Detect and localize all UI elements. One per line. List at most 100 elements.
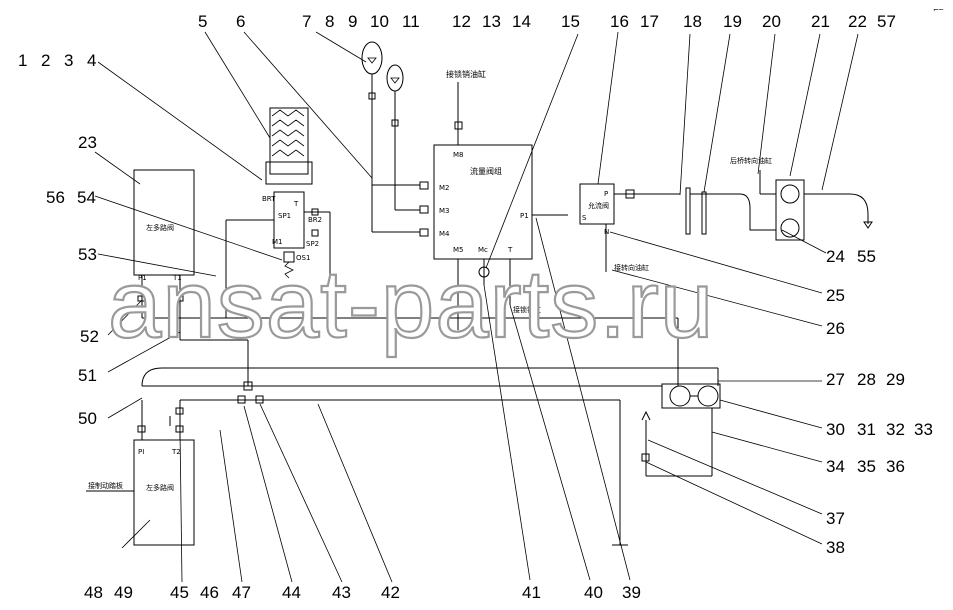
callout-25: 25	[826, 286, 845, 305]
callout-12: 12	[452, 12, 471, 31]
steering-pump-pair	[775, 179, 805, 241]
port-m3: M3	[439, 207, 450, 215]
left-valve-bottom-label: 左多路阀	[146, 483, 174, 492]
callout-32: 32	[886, 420, 905, 439]
callout-17: 17	[640, 12, 659, 31]
callout-39: 39	[622, 583, 641, 602]
callout-28: 28	[857, 370, 876, 389]
tank-connect-label: 接锁销油缸	[446, 69, 486, 79]
callout-45: 45	[170, 583, 189, 602]
rear-steer-label: 后桥转向油缸	[730, 156, 772, 165]
port-m2: M2	[439, 184, 450, 192]
callout-30: 30	[826, 420, 845, 439]
callout-47: 47	[232, 583, 251, 602]
callout-27: 27	[826, 370, 845, 389]
callout-22: 22	[848, 12, 867, 31]
port-pi-bottom: PI	[138, 448, 144, 456]
callout-50: 50	[78, 409, 97, 428]
callout-36: 36	[886, 457, 905, 476]
port-sp2: SP2	[306, 240, 319, 248]
port-sp1: SP1	[278, 212, 291, 220]
priority-valve-body	[433, 144, 533, 260]
callout-5: 5	[198, 12, 207, 31]
callout-10: 10	[370, 12, 389, 31]
callout-54: 54	[77, 188, 96, 207]
flow-valve-label: 允流阀	[588, 201, 609, 210]
callout-43: 43	[332, 583, 351, 602]
priority-valve-block: 接锁销油缸 流量阀组 M8 M2 M3 M4 M5 Mc T P1 接锁销缸	[419, 69, 568, 330]
callout-33: 33	[914, 420, 933, 439]
callout-19: 19	[723, 12, 742, 31]
left-callouts: 23 56 54 53 52 51 50	[46, 133, 99, 428]
port-mc: Mc	[478, 246, 488, 254]
callout-29: 29	[886, 370, 905, 389]
port-n: N	[604, 228, 609, 236]
callout-38: 38	[826, 538, 845, 557]
callout-20: 20	[762, 12, 781, 31]
port-os1: OS1	[296, 254, 310, 262]
left-valve-top: 左多路阀 P1 T1	[133, 169, 195, 340]
callout-37: 37	[826, 509, 845, 528]
callout-44: 44	[282, 583, 301, 602]
callout-16: 16	[610, 12, 629, 31]
steer-cylinder-label: 接转向油缸	[614, 263, 649, 272]
callout-6: 6	[236, 12, 245, 31]
callout-42: 42	[381, 583, 400, 602]
callout-11: 11	[402, 12, 420, 31]
callout-9: 9	[348, 12, 357, 31]
main-pump-housing	[661, 383, 721, 409]
flow-valve: 允流阀 P S N 接转向油缸	[579, 183, 680, 272]
callout-3: 3	[64, 51, 73, 70]
callout-24: 24	[826, 247, 845, 266]
port-t2-bottom: T2	[171, 448, 181, 456]
callout-53: 53	[78, 245, 97, 264]
callout-13: 13	[482, 12, 501, 31]
top-callouts: 1 2 3 4 5 6 7 8 9 10 11 12 13 14 15 16 1…	[18, 12, 896, 70]
accumulators	[361, 41, 420, 233]
port-brt: BRT	[262, 195, 276, 203]
port-t: T	[293, 200, 299, 208]
priority-valve-label: 流量阀组	[470, 166, 502, 176]
port-t1-top: T1	[172, 274, 182, 282]
callout-55: 55	[857, 247, 876, 266]
port-m8: M8	[453, 151, 464, 159]
callout-31: 31	[857, 420, 876, 439]
port-m1: M1	[272, 238, 283, 246]
port-s: S	[582, 214, 587, 222]
callout-15: 15	[561, 12, 580, 31]
callout-8: 8	[325, 12, 334, 31]
watermark: ansat-parts.ru	[108, 251, 714, 358]
callout-26: 26	[826, 319, 845, 338]
callout-57: 57	[877, 12, 896, 31]
brake-pedal-pad	[269, 107, 309, 175]
steering-section: 后桥转向油缸	[685, 156, 873, 241]
callout-46: 46	[200, 583, 219, 602]
callout-56: 56	[46, 188, 65, 207]
left-valve-bottom: 左多路阀 PI T2 接制动踏板	[86, 400, 195, 546]
main-lines	[141, 312, 719, 546]
port-cylinder-label: 接锁销缸	[513, 305, 541, 314]
leader-lines	[94, 31, 859, 583]
callout-41: 41	[522, 583, 541, 602]
callout-51: 51	[78, 366, 97, 385]
callout-4: 4	[87, 51, 96, 70]
callout-7: 7	[302, 12, 311, 31]
callout-2: 2	[41, 51, 50, 70]
flow-valve-body	[579, 183, 615, 225]
left-valve-bottom-body	[133, 439, 195, 546]
port-m5: M5	[453, 246, 464, 254]
callout-18: 18	[683, 12, 702, 31]
callout-49: 49	[114, 583, 133, 602]
callout-1: 1	[18, 51, 27, 70]
port-t-priority: T	[507, 246, 513, 254]
brake-pedal-label: 接制动踏板	[88, 481, 123, 490]
right-callouts: 24 55 25 26 27 28 29 30 31 32 33 34 35 3…	[826, 247, 933, 557]
callout-21: 21	[811, 12, 830, 31]
callout-40: 40	[584, 583, 603, 602]
brake-pedal-base	[265, 161, 313, 185]
callout-34: 34	[826, 457, 845, 476]
callout-48: 48	[84, 583, 103, 602]
callout-52: 52	[80, 327, 99, 346]
left-valve-top-label: 左多路阀	[146, 223, 174, 232]
